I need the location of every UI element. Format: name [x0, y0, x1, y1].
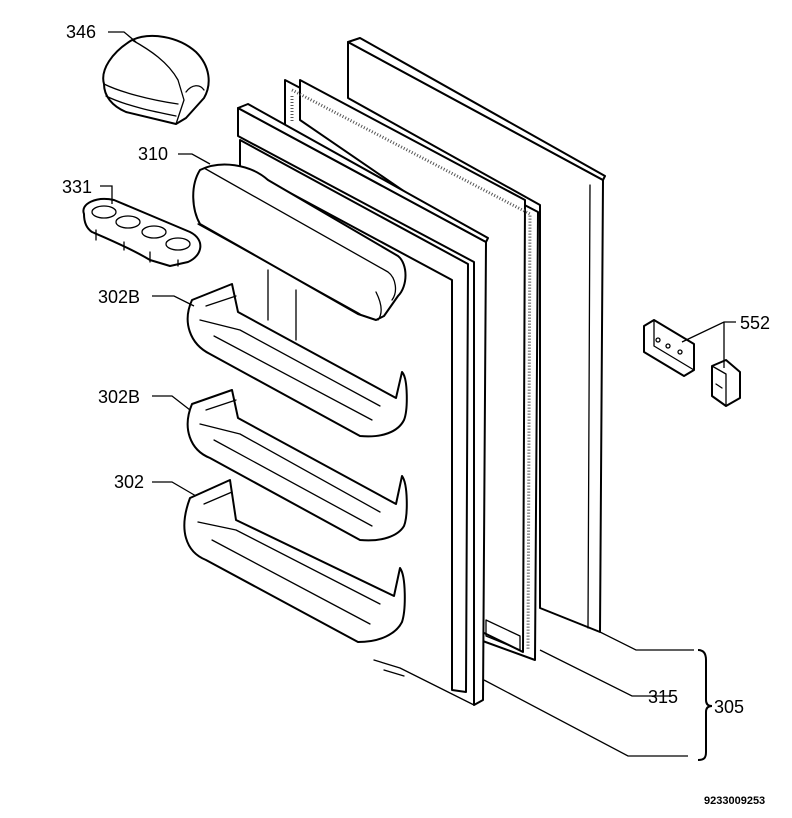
leader-305-bottom — [483, 679, 688, 757]
leader-552-plate — [681, 321, 736, 343]
leader-331 — [100, 185, 113, 204]
leader-lines — [100, 31, 736, 761]
leader-305-top — [599, 631, 694, 651]
label-552: 552 — [740, 313, 770, 333]
label-302-lower: 302 — [114, 472, 144, 492]
leader-346 — [108, 31, 137, 43]
leader-310 — [178, 153, 211, 165]
label-302b-upper: 302B — [98, 287, 140, 307]
leader-302-lower — [152, 481, 197, 497]
label-302b-middle: 302B — [98, 387, 140, 407]
part-labels: 346 310 331 302B 302B 302 552 315 305 92… — [62, 22, 770, 807]
assembly-brace-305 — [697, 649, 713, 761]
egg-tray — [82, 198, 202, 267]
hinge-kit — [643, 319, 741, 407]
label-310: 310 — [138, 144, 168, 164]
label-331: 331 — [62, 177, 92, 197]
leader-302b-middle — [152, 395, 191, 411]
egg-cover — [102, 35, 210, 125]
drawing-number: 9233009253 — [704, 795, 765, 807]
door-shelf-middle — [186, 389, 408, 542]
leader-315 — [539, 649, 672, 697]
butter-compartment — [192, 163, 407, 321]
label-305: 305 — [714, 697, 744, 717]
door-shelf-lower — [183, 479, 406, 643]
door-shelf-upper — [186, 283, 408, 438]
label-346: 346 — [66, 22, 96, 42]
outer-door-panel — [347, 37, 606, 633]
leader-302b-upper — [152, 295, 195, 307]
label-315: 315 — [648, 687, 678, 707]
